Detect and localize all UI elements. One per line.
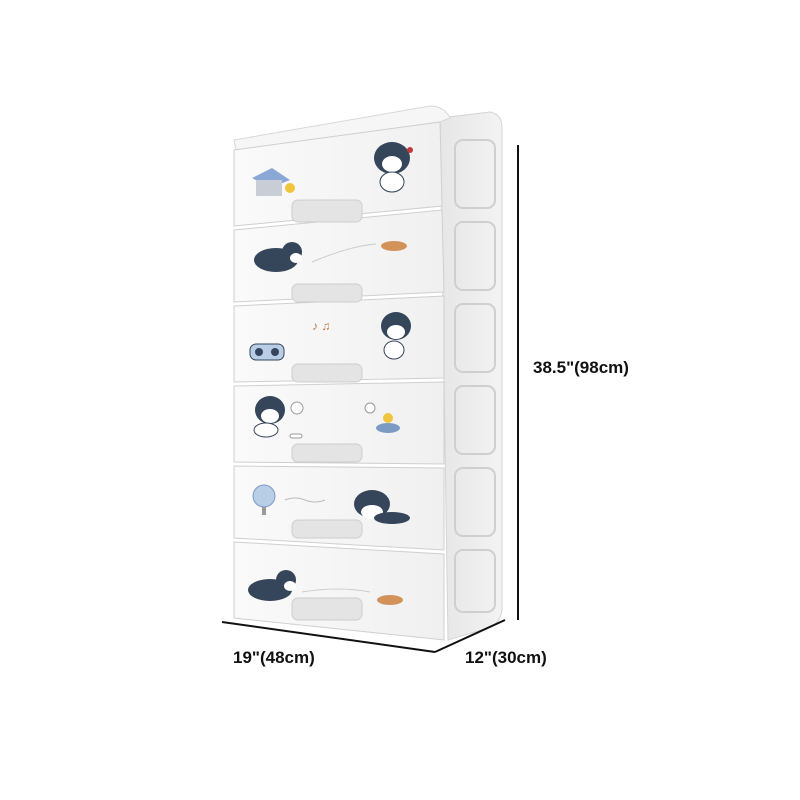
running-husky-icon [248,570,296,601]
depth-dimension-line [434,619,506,653]
drawer-5 [233,465,445,551]
width-dimension-line [221,621,436,653]
cabinet-side-panel [439,111,503,641]
dog-house-icon [252,168,295,196]
food-bowl-icon [364,402,400,433]
radio-icon [249,343,285,361]
husky-with-bone-icon [253,396,304,439]
width-label: 19"(48cm) [233,648,315,667]
drawer-fronts [233,121,445,641]
motion-line [311,243,377,263]
sleeping-husky-icon [354,490,410,524]
running-husky-icon [254,242,302,272]
sitting-husky-icon [374,142,413,193]
frisbee-icon [381,241,407,251]
height-label: 38.5"(98cm) [533,358,629,377]
drawer-6 [233,541,445,641]
dancing-husky-icon [381,312,411,360]
motion-line [301,588,371,593]
music-note-icon: ♪ ♫ [312,319,330,333]
drawer-2 [233,209,445,303]
wind-line [284,497,326,503]
depth-label: 12"(30cm) [465,648,547,667]
drawer-handles [291,199,363,621]
drawer-4 [233,381,445,465]
cabinet-top [233,105,451,151]
fan-icon [252,484,276,515]
frisbee-icon [377,595,403,605]
